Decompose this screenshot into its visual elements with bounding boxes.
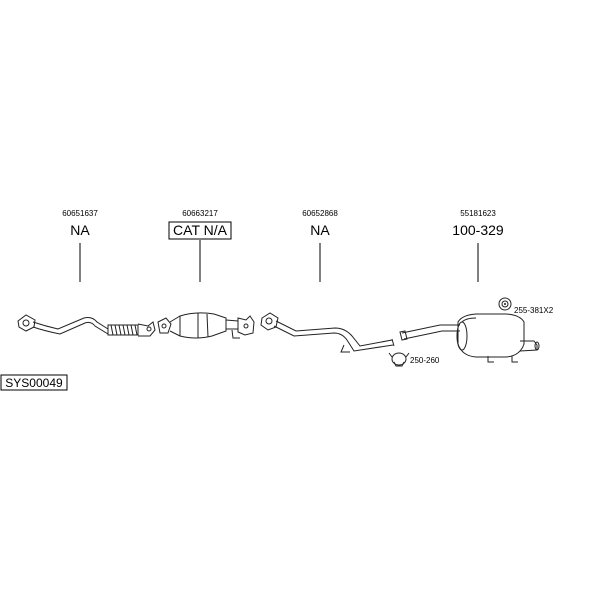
accessory-label: 250-260 (410, 356, 440, 365)
part-code: NA (70, 222, 90, 238)
part-code: NA (310, 222, 330, 238)
part-number: 60651637 (62, 209, 98, 218)
middle-pipe-drawing (260, 312, 395, 353)
part-catalytic-converter[interactable]: 60663217 CAT N/A (157, 209, 255, 339)
system-code-box: SYS00049 (0, 374, 68, 391)
part-rear-silencer[interactable]: 55181623 100-329 (399, 209, 540, 363)
rear-silencer-drawing (399, 313, 540, 363)
system-code-frame (0, 374, 68, 391)
system-code: SYS00049 (5, 376, 63, 390)
accessory-clamp[interactable]: 250-260 (388, 352, 440, 367)
accessory-rubber-hanger[interactable]: 255-381X2 (498, 297, 554, 315)
catalytic-converter-drawing (157, 312, 255, 339)
part-number: 60652868 (302, 209, 338, 218)
part-number: 55181623 (460, 209, 496, 218)
part-middle-pipe[interactable]: 60652868 NA (260, 209, 395, 353)
rubber-hanger-icon (498, 297, 512, 311)
part-code: CAT N/A (173, 222, 228, 238)
part-code: 100-329 (452, 222, 504, 238)
part-front-pipe[interactable]: 60651637 NA (17, 209, 156, 337)
part-number: 60663217 (182, 209, 218, 218)
accessory-label: 255-381X2 (514, 306, 554, 315)
code-box (168, 221, 232, 240)
clamp-icon (388, 352, 410, 367)
front-pipe-drawing (17, 314, 156, 337)
